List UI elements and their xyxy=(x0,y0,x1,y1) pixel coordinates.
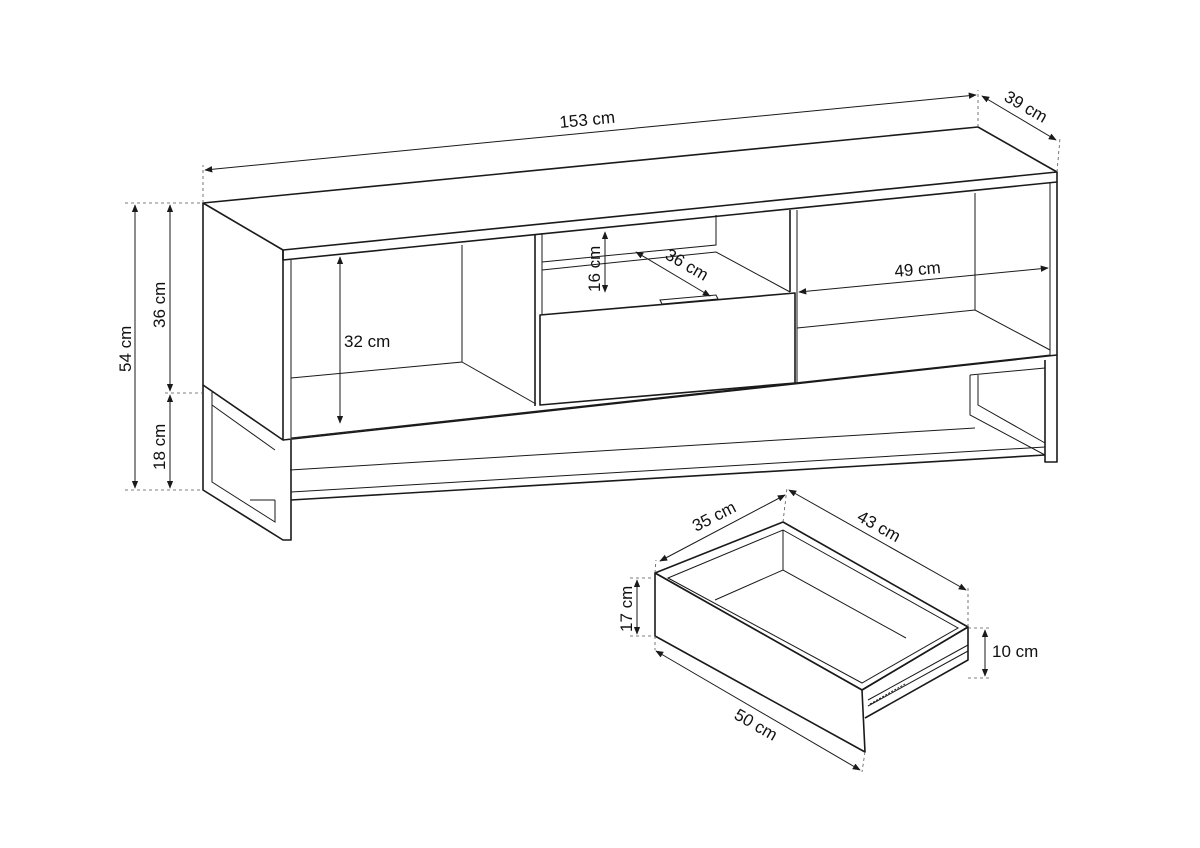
body-height-label: 36 cm xyxy=(150,282,169,328)
drawer-handle xyxy=(659,294,719,305)
drawer-width-label: 35 cm xyxy=(689,498,739,536)
depth-label: 39 cm xyxy=(1001,87,1051,127)
tv-cabinet xyxy=(202,126,1058,541)
drawer-depth-label: 43 cm xyxy=(854,507,904,546)
drawer-front-height-label: 17 cm xyxy=(617,586,636,632)
drawer-front xyxy=(539,292,796,406)
middle-shelf-depth-label: 36 cm xyxy=(662,245,712,285)
middle-shelf-height-label: 16 cm xyxy=(585,246,604,292)
cabinet-top xyxy=(202,126,1058,251)
drawer-detail xyxy=(654,521,969,753)
total-height-label: 54 cm xyxy=(116,326,135,372)
drawer-front-width-label: 50 cm xyxy=(731,705,781,745)
width-label: 153 cm xyxy=(559,108,616,132)
compartment-height-label: 32 cm xyxy=(344,332,390,351)
drawer-side-height-label: 10 cm xyxy=(992,642,1038,661)
leg-height-label: 18 cm xyxy=(150,424,169,470)
right-compartment-width-label: 49 cm xyxy=(894,258,942,281)
cabinet-dimensions: 153 cm 39 cm 54 cm 36 cm 18 cm 32 cm 16 … xyxy=(116,87,1061,491)
